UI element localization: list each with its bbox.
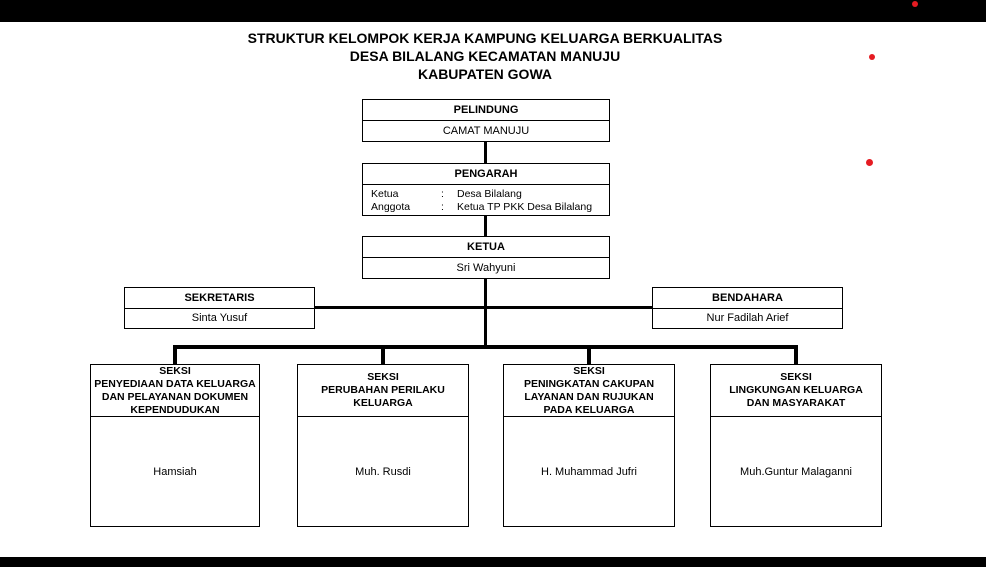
seksi-box-penyediaan-data: SEKSI PENYEDIAAN DATA KELUARGA DAN PELAY… — [90, 364, 260, 527]
red-dot-annotation — [866, 159, 873, 166]
bendahara-box: BENDAHARA Nur Fadilah Arief — [652, 287, 843, 329]
pelindung-box: PELINDUNG CAMAT MANUJU — [362, 99, 610, 142]
chart-title-line-2: DESA BILALANG KECAMATAN MANUJU — [349, 48, 621, 64]
ketua-title: KETUA — [363, 237, 609, 258]
sekretaris-title: SEKRETARIS — [125, 288, 314, 309]
pengarah-row-label: Anggota — [371, 201, 411, 213]
connector-drop-seksi-2 — [381, 345, 385, 365]
connector-ketua-seksi — [484, 278, 487, 347]
seksi-member-name: Muh.Guntur Malaganni — [740, 465, 852, 478]
ketua-name: Sri Wahyuni — [456, 262, 516, 274]
connector-drop-seksi-1 — [173, 345, 177, 365]
sekretaris-name: Sinta Yusuf — [191, 312, 248, 324]
chart-title-line-1: STRUKTUR KELOMPOK KERJA KAMPUNG KELUARGA… — [247, 30, 723, 46]
pengarah-row-colon: : — [441, 188, 444, 200]
connector-drop-seksi-3 — [587, 345, 591, 365]
pengarah-members: Ketua : Desa Bilalang Anggota : Ketua TP… — [363, 185, 609, 214]
chart-title-line-3: KABUPATEN GOWA — [417, 66, 553, 82]
seksi-title: SEKSI LINGKUNGAN KELUARGA DAN MASYARAKAT — [711, 365, 881, 417]
seksi-box-perubahan-perilaku: SEKSI PERUBAHAN PERILAKU KELUARGA Muh. R… — [297, 364, 469, 527]
pengarah-row-label: Ketua — [371, 188, 399, 200]
pelindung-title: PELINDUNG — [363, 100, 609, 121]
ketua-box: KETUA Sri Wahyuni — [362, 236, 610, 279]
pengarah-row-anggota: Anggota : Ketua TP PKK Desa Bilalang — [371, 201, 609, 214]
connector-drop-seksi-4 — [794, 345, 798, 365]
pengarah-title: PENGARAH — [363, 164, 609, 185]
pelindung-name: CAMAT MANUJU — [442, 125, 530, 137]
connector-seksi-horizontal — [173, 345, 798, 349]
seksi-member-name: H. Muhammad Jufri — [541, 465, 637, 478]
sekretaris-box: SEKRETARIS Sinta Yusuf — [124, 287, 315, 329]
pengarah-row-ketua: Ketua : Desa Bilalang — [371, 188, 609, 201]
seksi-box-peningkatan-cakupan: SEKSI PENINGKATAN CAKUPAN LAYANAN DAN RU… — [503, 364, 675, 527]
bendahara-name: Nur Fadilah Arief — [706, 312, 789, 324]
seksi-member-name: Hamsiah — [153, 465, 197, 478]
pengarah-box: PENGARAH Ketua : Desa Bilalang Anggota :… — [362, 163, 610, 216]
seksi-title: SEKSI PERUBAHAN PERILAKU KELUARGA — [298, 365, 468, 417]
red-dot-annotation — [912, 1, 918, 7]
seksi-box-lingkungan-keluarga: SEKSI LINGKUNGAN KELUARGA DAN MASYARAKAT… — [710, 364, 882, 527]
connector-pengarah-ketua — [484, 215, 487, 237]
seksi-title: SEKSI PENINGKATAN CAKUPAN LAYANAN DAN RU… — [504, 365, 674, 417]
seksi-member-name: Muh. Rusdi — [355, 465, 411, 478]
chart-title: STRUKTUR KELOMPOK KERJA KAMPUNG KELUARGA… — [0, 29, 970, 83]
pengarah-row-value: Desa Bilalang — [457, 188, 522, 200]
connector-pelindung-pengarah — [484, 141, 487, 164]
bendahara-title: BENDAHARA — [653, 288, 842, 309]
pengarah-row-colon: : — [441, 201, 444, 213]
pengarah-row-value: Ketua TP PKK Desa Bilalang — [457, 201, 593, 213]
seksi-title: SEKSI PENYEDIAAN DATA KELUARGA DAN PELAY… — [91, 365, 259, 417]
connector-sekretaris-bendahara — [315, 306, 652, 309]
top-black-bar — [0, 0, 986, 22]
red-dot-annotation — [869, 54, 875, 60]
bottom-black-bar — [0, 557, 986, 567]
